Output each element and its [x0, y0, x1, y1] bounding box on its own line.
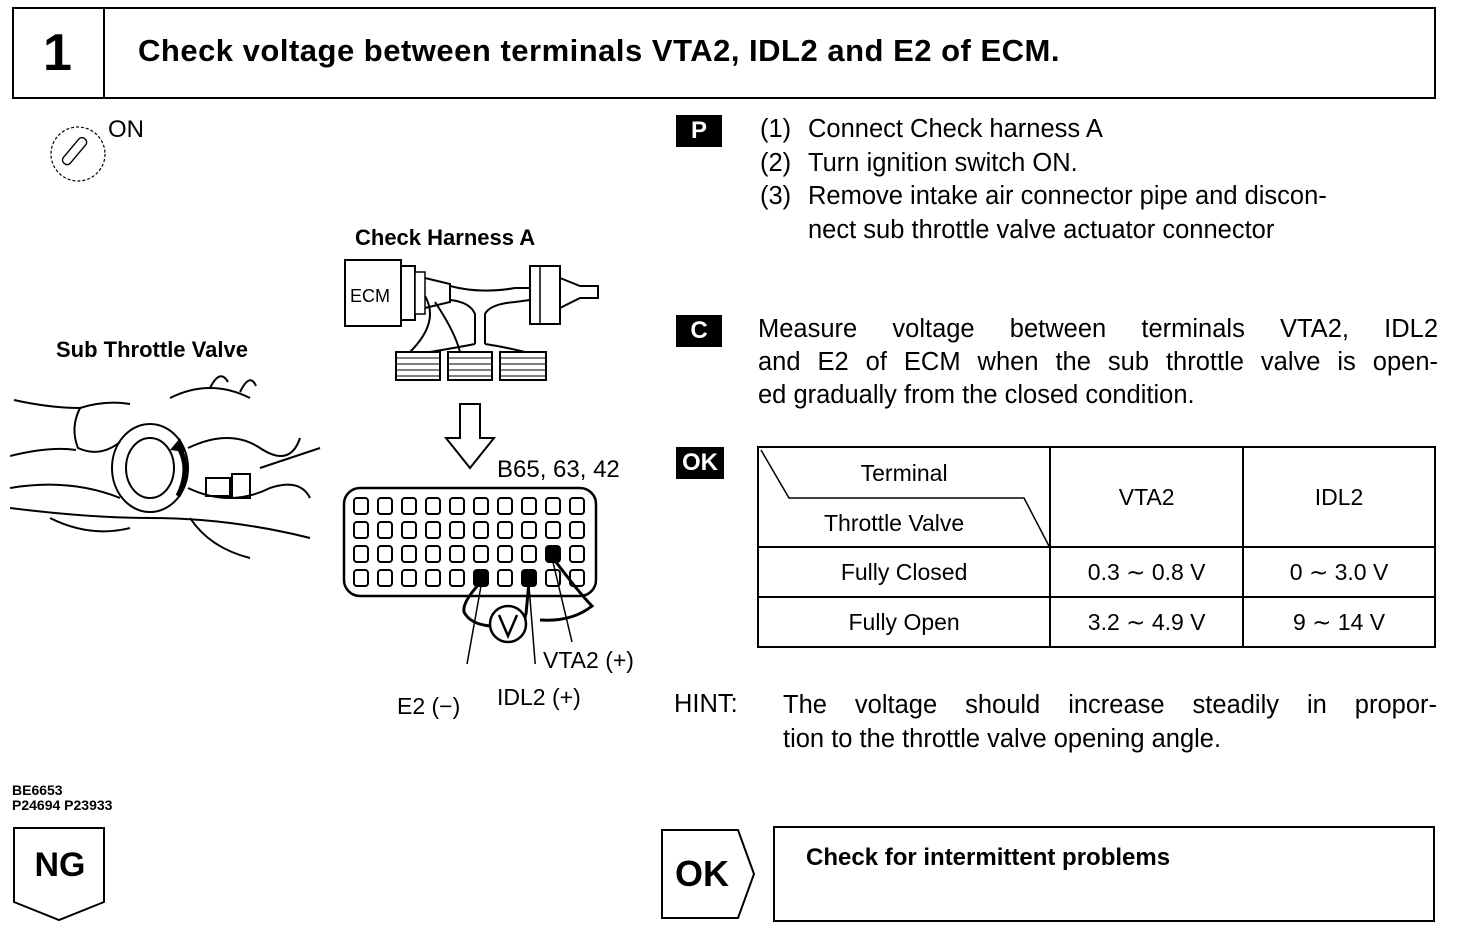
check-harness-diagram [344, 259, 599, 381]
check-harness-label: Check Harness A [355, 225, 536, 250]
prep-step-1-num: (1) [760, 115, 792, 143]
check-line-1: Measure voltage between terminals VTA2, … [758, 315, 1438, 343]
idl2-terminal-label: IDL2 (+) [497, 684, 581, 710]
step-header-box [12, 7, 1436, 99]
hint-line-2: tion to the throttle valve opening angle… [783, 724, 1222, 753]
preparation-badge: P [676, 115, 722, 147]
row-fully-open-vta2: 3.2 ∼ 4.9 V [1049, 596, 1245, 648]
header-vta2: VTA2 [1049, 446, 1245, 548]
ok-spec-badge: OK [676, 447, 724, 479]
preparation-steps: (1) Connect Check harness A (2) Turn ign… [760, 113, 1440, 247]
step-number: 1 [12, 7, 105, 99]
check-badge: C [676, 315, 722, 347]
header-throttle-valve: Throttle Valve [824, 510, 965, 536]
prep-step-3: (3) Remove intake air connector pipe and… [760, 180, 1440, 214]
header-terminal: Terminal [860, 460, 948, 486]
table-row: Fully Open 3.2 ∼ 4.9 V 9 ∼ 14 V [756, 596, 1436, 648]
row-fully-closed-label: Fully Closed [756, 546, 1052, 598]
ok-result-box [773, 826, 1435, 922]
prep-step-2-num: (2) [760, 148, 792, 177]
prep-step-3-text: Remove intake air connector pipe and dis… [808, 182, 1327, 210]
prep-step-1-text: Connect Check harness A [808, 115, 1103, 143]
check-line-3: ed gradually from the closed condition. [758, 381, 1195, 409]
spec-table: Terminal Throttle Valve VTA2 IDL2 Fully … [756, 446, 1436, 648]
down-arrow-icon [443, 403, 497, 470]
e2-terminal-label: E2 (−) [397, 693, 461, 719]
row-fully-open-idl2: 9 ∼ 14 V [1242, 596, 1436, 648]
prep-step-2-text: Turn ignition switch ON. [808, 148, 1078, 177]
step-title: Check voltage between terminals VTA2, ID… [138, 33, 1060, 68]
ecm-connector-diagram [342, 486, 598, 664]
ok-result-text: Check for intermittent problems [806, 844, 1171, 871]
table-row: Fully Closed 0.3 ∼ 0.8 V 0 ∼ 3.0 V [756, 546, 1436, 598]
ignition-key-icon [50, 126, 106, 182]
prep-step-1: (1) Connect Check harness A [760, 113, 1440, 147]
figure-code-2: P24694 P23933 [12, 797, 113, 813]
ok-tag-shape [661, 829, 756, 919]
figure-code-1: BE6653 [12, 782, 63, 798]
sub-throttle-valve-illustration [10, 375, 321, 559]
ignition-on-label: ON [108, 116, 144, 143]
hint-line-1: The voltage should increase steadily in … [783, 691, 1437, 719]
connector-label: B65, 63, 42 [497, 456, 620, 483]
prep-step-3-cont: nect sub throttle valve actuator connect… [760, 214, 1440, 248]
sub-throttle-valve-label: Sub Throttle Valve [56, 337, 248, 362]
check-instruction: Measure voltage between terminals VTA2, … [758, 313, 1438, 412]
ng-tag-shape [13, 827, 105, 922]
ecm-label: ECM [350, 286, 390, 306]
hint-body: The voltage should increase steadily in … [783, 689, 1437, 756]
ng-label: NG [34, 846, 86, 884]
prep-step-2: (2) Turn ignition switch ON. [760, 147, 1440, 181]
prep-step-3-num: (3) [760, 182, 792, 210]
ok-result-label: OK [675, 853, 729, 894]
spec-header-diagonal-cell: Terminal Throttle Valve [756, 446, 1052, 548]
row-fully-closed-idl2: 0 ∼ 3.0 V [1242, 546, 1436, 598]
hint-label: HINT: [674, 690, 738, 718]
row-fully-open-label: Fully Open [756, 596, 1052, 648]
check-line-2: and E2 of ECM when the sub throttle valv… [758, 348, 1438, 376]
header-idl2: IDL2 [1242, 446, 1436, 548]
vta2-terminal-label: VTA2 (+) [543, 647, 634, 673]
diagonal-divider [760, 449, 1050, 547]
prep-step-3-text2: nect sub throttle valve actuator connect… [808, 215, 1275, 244]
row-fully-closed-vta2: 0.3 ∼ 0.8 V [1049, 546, 1245, 598]
